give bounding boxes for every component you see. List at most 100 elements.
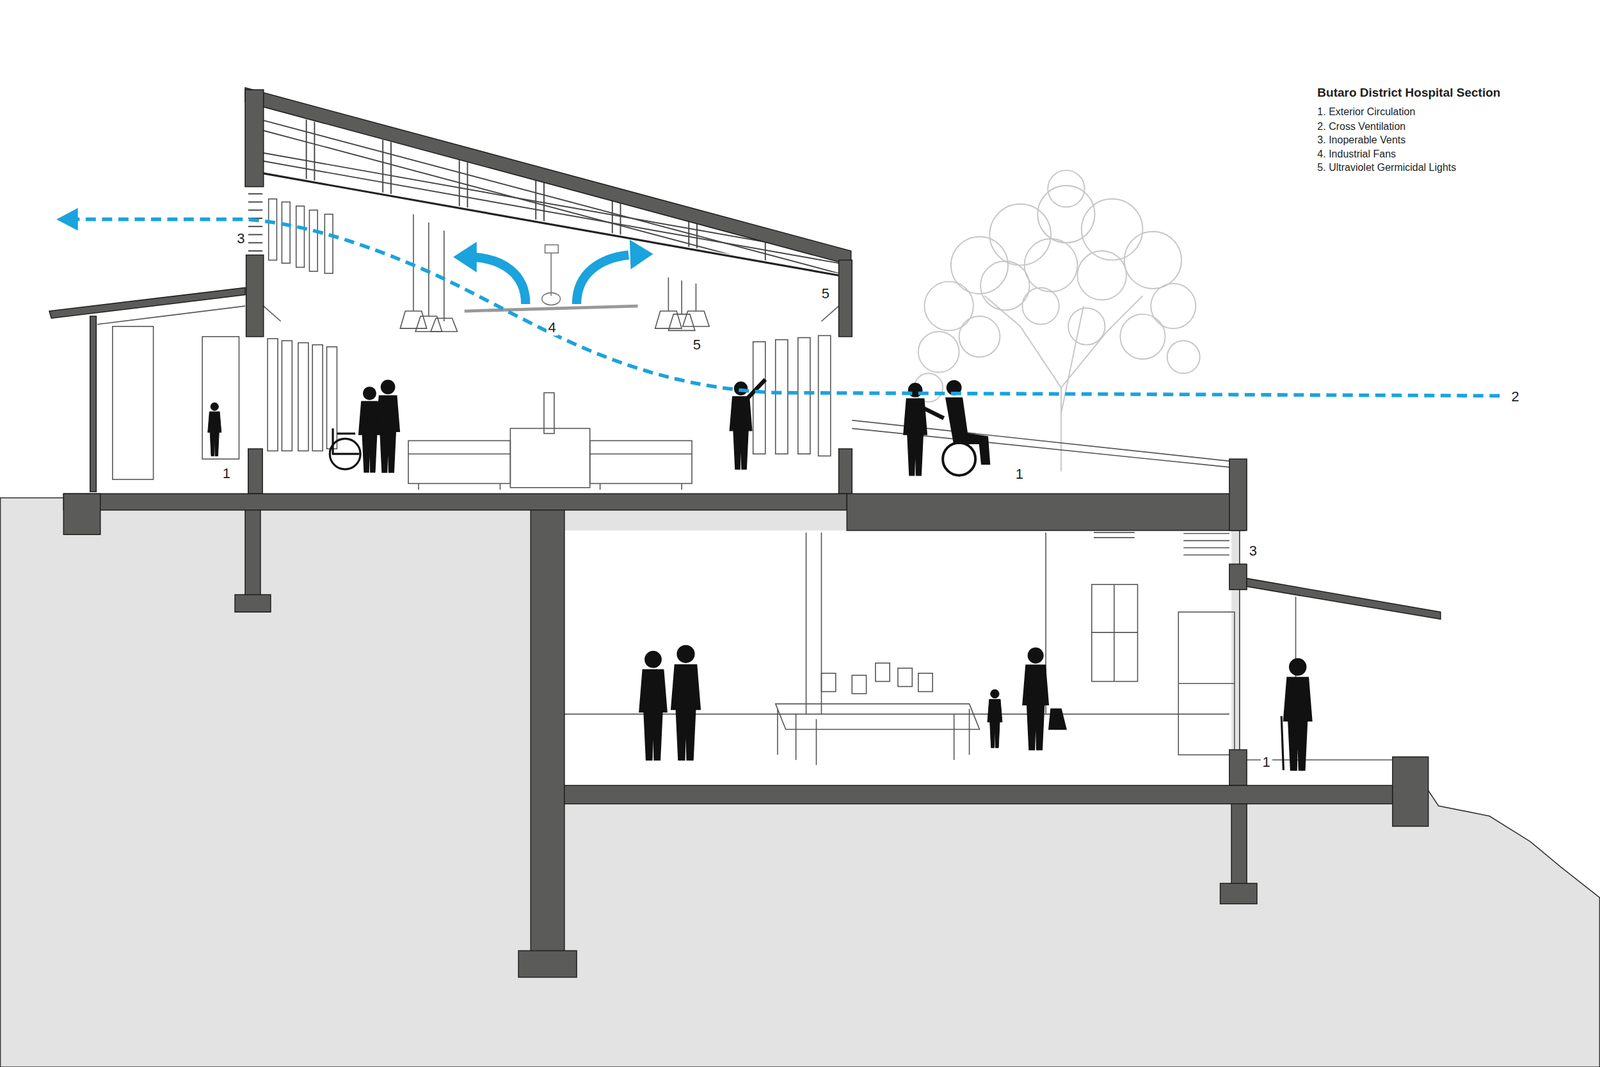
interior-lines <box>805 532 808 715</box>
people <box>923 407 944 418</box>
interior-lines <box>1183 533 1230 535</box>
interior-lines <box>1183 547 1230 549</box>
people <box>1022 647 1049 750</box>
callout-number: 3 <box>234 230 247 247</box>
interior-lines <box>417 483 420 490</box>
structure <box>846 493 1245 530</box>
callout-number: 4 <box>545 319 558 336</box>
interior-lines <box>312 344 323 452</box>
interior-lines <box>97 173 1393 765</box>
structure <box>1392 757 1429 827</box>
interior-lines <box>430 318 457 332</box>
roof-truss <box>382 101 384 199</box>
tree <box>1047 170 1085 207</box>
airflow-arrows <box>56 208 78 231</box>
structure <box>839 448 853 494</box>
roof-truss <box>543 101 545 230</box>
structure <box>1229 749 1247 786</box>
interior-lines <box>798 337 811 455</box>
structure <box>1220 883 1257 904</box>
interior-lines <box>428 222 430 317</box>
structure <box>246 254 264 336</box>
interior-lines <box>695 283 697 312</box>
structure <box>63 493 847 510</box>
interior-lines <box>400 311 427 329</box>
interior-lines <box>1178 611 1235 755</box>
callout-number: 2 <box>1509 389 1522 406</box>
interior-lines <box>1091 584 1138 681</box>
people <box>208 402 222 456</box>
interior-lines <box>682 311 710 327</box>
interior-lines <box>590 440 692 484</box>
interior-lines <box>680 280 683 315</box>
interior-lines <box>324 214 333 274</box>
interior-lines <box>599 483 601 490</box>
interior-lines <box>412 214 415 312</box>
people <box>208 379 1312 770</box>
interior-lines <box>1178 682 1235 685</box>
structure <box>839 259 853 337</box>
interior-lines <box>542 292 561 305</box>
structure <box>564 785 1393 804</box>
airflow-arrows <box>453 241 477 273</box>
callout-number: 3 <box>1247 542 1259 559</box>
interior-lines <box>263 305 281 322</box>
tree <box>1150 283 1196 329</box>
airflow-arrows <box>473 257 526 304</box>
roof-truss <box>696 101 698 260</box>
callout-number: 5 <box>691 336 703 353</box>
airflow-arrows <box>56 208 1500 396</box>
interior-lines <box>777 709 970 766</box>
interior-lines <box>851 675 866 694</box>
tree <box>1120 314 1165 360</box>
roof-truss <box>611 101 614 245</box>
vent-louvers <box>248 241 263 244</box>
structure <box>1229 458 1247 531</box>
people <box>671 645 701 761</box>
diagram-title: Butaro District Hospital Section <box>1317 85 1501 100</box>
interior-lines <box>267 338 278 451</box>
interior-lines <box>821 305 839 322</box>
interior-lines <box>281 202 290 264</box>
roof-truss <box>688 101 690 260</box>
interior-lines <box>1093 536 1135 539</box>
vent-louvers <box>248 193 263 195</box>
structure <box>90 316 97 492</box>
structure <box>63 493 100 535</box>
people <box>332 428 360 454</box>
tree <box>913 170 1200 472</box>
tree <box>1167 340 1200 374</box>
tree <box>1081 199 1144 261</box>
tree <box>959 316 1001 358</box>
interior-lines <box>875 663 890 682</box>
vent-louvers <box>248 201 263 203</box>
interior-lines <box>897 668 912 687</box>
airflow-arrows <box>629 240 654 270</box>
tree <box>1024 238 1078 292</box>
ground <box>0 497 1600 1067</box>
roof-truss <box>390 101 392 199</box>
callout-number: 1 <box>1013 466 1026 483</box>
people <box>987 689 1003 748</box>
interior-lines <box>281 340 292 451</box>
legend-text: 1. Exterior Circulation <box>1317 106 1416 118</box>
vent-louvers <box>248 250 263 252</box>
tree <box>918 331 960 373</box>
legend-text: 2. Cross Ventilation <box>1317 120 1406 133</box>
interior-lines <box>443 230 445 322</box>
vent-louvers <box>248 209 263 211</box>
tree <box>924 281 973 331</box>
people <box>748 379 766 399</box>
interior-lines <box>680 483 683 490</box>
airflow-arrows <box>73 219 1500 397</box>
structure <box>518 950 577 977</box>
tree <box>951 236 1008 294</box>
interior-lines <box>112 326 154 480</box>
people <box>942 442 976 476</box>
callout-number: 1 <box>220 465 233 482</box>
interior-lines <box>268 199 278 261</box>
interior-lines <box>1183 554 1230 556</box>
interior-lines <box>590 453 692 455</box>
structure <box>1229 563 1247 590</box>
